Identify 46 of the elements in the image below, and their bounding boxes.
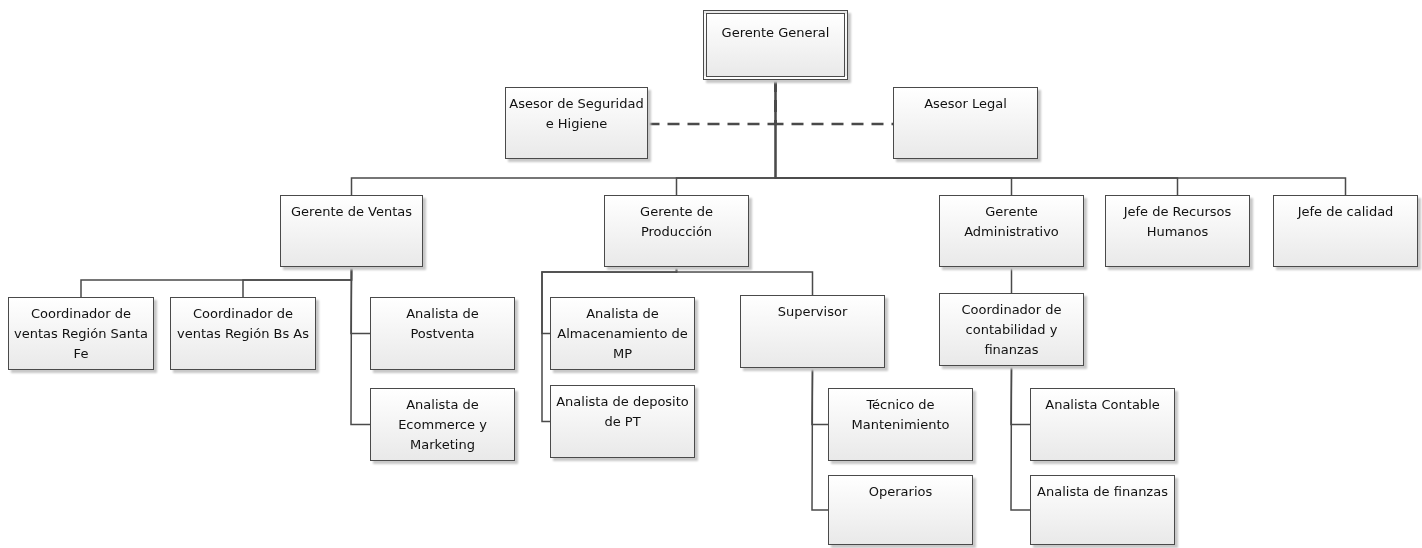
dashed-connector: [774, 80, 893, 126]
position-box: [550, 385, 695, 458]
position-box: [703, 10, 848, 80]
position-title: Asesor Legal: [924, 95, 1007, 113]
position-box: [280, 195, 423, 267]
position-box: [1273, 195, 1418, 267]
position-title: Analista Contable: [1045, 396, 1160, 414]
position-box: [740, 295, 885, 368]
connector-line: [1010, 365, 1031, 511]
position-title: Gerente de Ventas: [291, 203, 412, 221]
position-box: [8, 297, 154, 370]
position-box: [550, 297, 695, 370]
position-title: Supervisor: [777, 303, 848, 321]
position-title: Analista de Almacenamiento de MP: [556, 305, 689, 363]
position-title: Coordinador de ventas Región Bs As: [176, 305, 310, 343]
position-box: [939, 195, 1084, 267]
position-box: [370, 388, 515, 461]
position-title: Jefe de calidad: [1297, 203, 1394, 221]
position-title: Coordinador de contabilidad y finanzas: [960, 301, 1063, 359]
position-title: Gerente Administrativo: [963, 203, 1060, 241]
position-title: Analista de Postventa: [405, 305, 480, 343]
position-title: Técnico de Mantenimiento: [850, 396, 951, 434]
position-title: Jefe de Recursos Humanos: [1122, 203, 1233, 241]
position-title: Asesor de Seguridad e Higiene: [509, 95, 644, 133]
position-title: Coordinador de ventas Región Santa Fe: [12, 305, 150, 363]
position-title: Gerente de Producción: [639, 203, 714, 241]
position-title: Analista de Ecommerce y Marketing: [397, 396, 488, 454]
connector-line: [811, 367, 829, 511]
position-box: [505, 87, 648, 159]
position-box: [604, 195, 749, 267]
position-box: [1105, 195, 1250, 267]
position-box: [939, 293, 1084, 366]
position-box: [893, 87, 1038, 159]
position-box: [1030, 388, 1175, 461]
position-title: Analista de deposito de PT: [555, 393, 690, 431]
position-title: Gerente General: [721, 24, 830, 42]
position-box: [1030, 475, 1175, 545]
position-box: [170, 297, 316, 370]
position-title: Analista de finanzas: [1037, 483, 1168, 501]
connector-line: [350, 266, 371, 426]
position-title: Operarios: [868, 483, 933, 501]
connector-line: [675, 266, 814, 296]
position-box: [370, 297, 515, 370]
position-box: [828, 388, 973, 461]
connector-line: [1010, 266, 1013, 294]
position-box: [828, 475, 973, 545]
